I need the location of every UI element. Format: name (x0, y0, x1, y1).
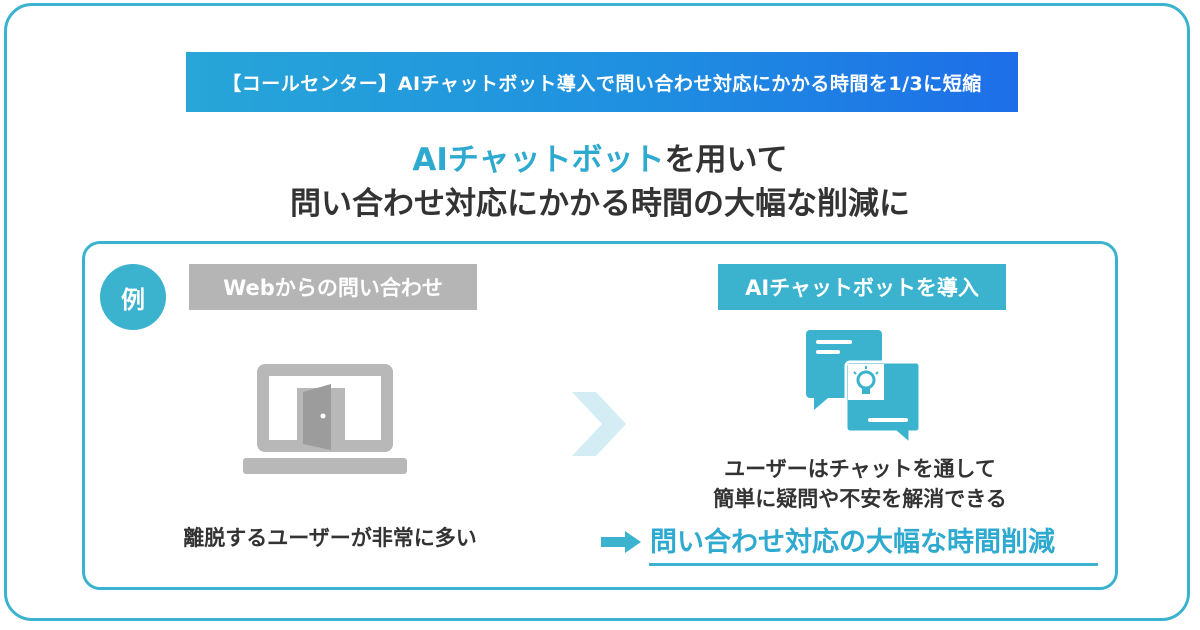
example-badge: 例 (100, 264, 166, 330)
chevron-right-icon (572, 392, 626, 456)
chat-bubbles-lightbulb-icon (806, 330, 920, 448)
headline-highlight: AIチャットボット (412, 142, 665, 178)
title-banner-text: 【コールセンター】AIチャットボット導入で問い合わせ対応にかかる時間を1/3に短… (222, 72, 982, 95)
label-ai-chatbot-text: AIチャットボットを導入 (745, 276, 979, 300)
right-caption: ユーザーはチャットを通して 簡単に疑問や不安を解消できる (660, 454, 1060, 514)
result-text: 問い合わせ対応の大幅な時間削減 (650, 527, 1055, 558)
left-caption: 離脱するユーザーが非常に多い (183, 526, 477, 550)
headline-line2: 問い合わせ対応にかかる時間の大幅な削減に (290, 186, 910, 222)
label-ai-chatbot: AIチャットボットを導入 (718, 264, 1006, 310)
label-web-inquiry-text: Webからの問い合わせ (223, 276, 443, 300)
title-banner: 【コールセンター】AIチャットボット導入で問い合わせ対応にかかる時間を1/3に短… (186, 52, 1018, 112)
right-caption-line2: 簡単に疑問や不安を解消できる (713, 487, 1007, 511)
label-web-inquiry: Webからの問い合わせ (189, 264, 477, 310)
headline-line1-rest: を用いて (664, 142, 788, 178)
result-underline (649, 563, 1098, 566)
example-badge-text: 例 (121, 285, 145, 314)
arrow-right-icon (601, 531, 641, 553)
headline: AIチャットボットを用いて 問い合わせ対応にかかる時間の大幅な削減に (0, 138, 1200, 226)
laptop-door-icon (243, 364, 407, 474)
headline-line1: AIチャットボットを用いて (0, 138, 1200, 182)
example-box (82, 241, 1118, 590)
right-caption-line1: ユーザーはチャットを通して (724, 457, 996, 481)
